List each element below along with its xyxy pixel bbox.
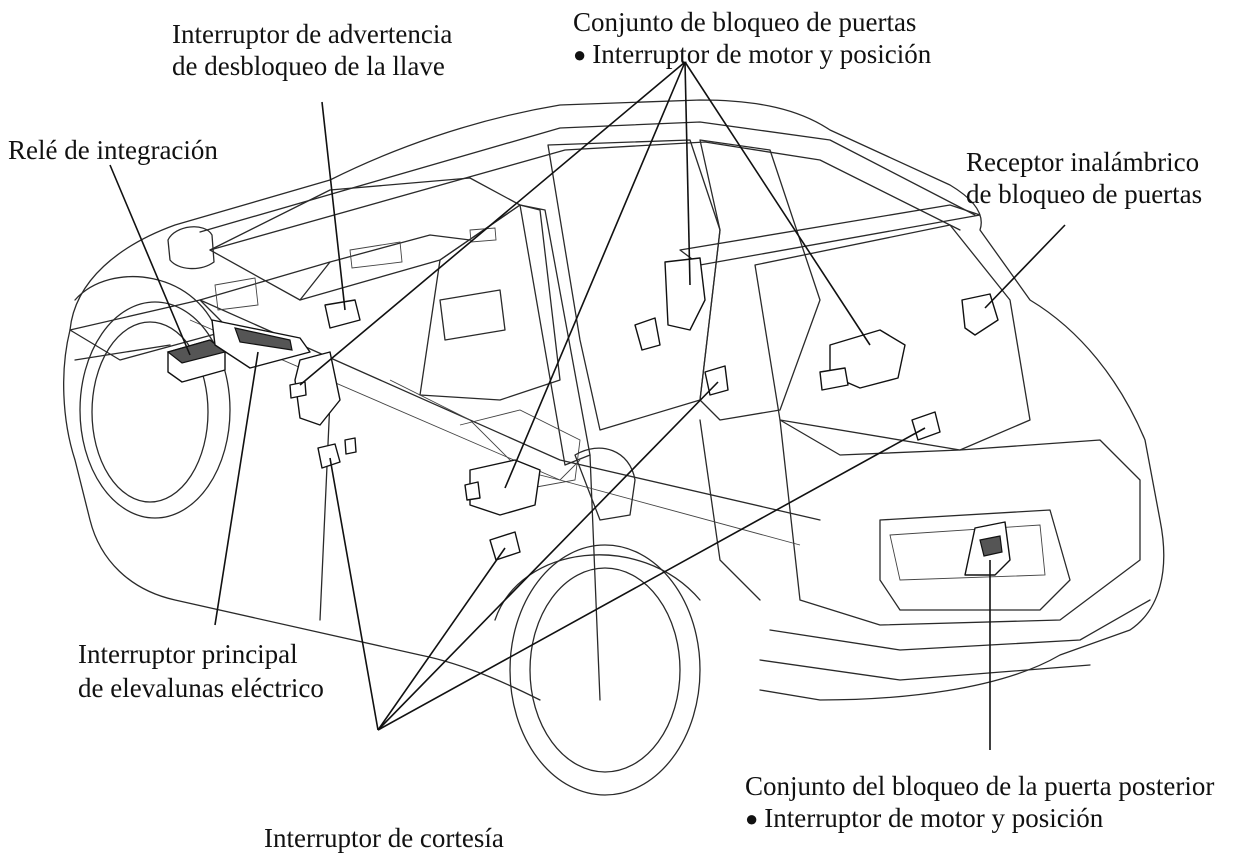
bullet-dot: ● <box>745 806 759 831</box>
label-wireless-receiver-line2: de bloqueo de puertas <box>966 179 1203 209</box>
label-power-window-switch-line2: de elevalunas eléctrico <box>78 673 324 703</box>
integration-relay-part <box>166 339 227 383</box>
rear-door-lock-part <box>464 459 541 516</box>
tailgate-courtesy-switch-part <box>911 411 941 441</box>
label-door-lock-assembly: Conjunto de bloqueo de puertas <box>573 7 917 37</box>
label-key-unlock-warning-line2: de desbloqueo de la llave <box>172 51 445 81</box>
label-back-door-lock: Conjunto del bloqueo de la puerta poster… <box>745 771 1215 801</box>
quarter-courtesy-switch-part <box>704 365 729 396</box>
label-back-door-lock-sub-text: Interruptor de motor y posición <box>764 803 1104 833</box>
label-door-lock-assembly-sub-text: Interruptor de motor y posición <box>592 39 932 69</box>
bullet-dot: ● <box>573 42 587 67</box>
label-key-unlock-warning-line1: Interruptor de advertencia <box>172 19 453 49</box>
rear-courtesy-switch-part <box>489 531 521 561</box>
front-door-lock-part <box>289 351 341 426</box>
front-wheel <box>74 275 231 519</box>
leader-lines <box>109 61 1066 750</box>
car-body <box>63 99 1165 701</box>
tailgate-lock-upper-part <box>819 329 906 391</box>
label-back-door-lock-sub: ●Interruptor de motor y posición <box>745 802 1103 835</box>
sliding-door-lock-part <box>634 257 706 351</box>
label-integration-relay: Relé de integración <box>8 135 218 165</box>
label-wireless-receiver-line1: Receptor inalámbrico <box>966 147 1200 177</box>
rear-wheel <box>494 544 701 796</box>
power-window-switch-part <box>211 319 311 369</box>
front-courtesy-switch-part <box>317 437 357 469</box>
key-unlock-warning-part <box>324 299 361 329</box>
back-door-lock-part <box>964 521 1011 576</box>
label-courtesy-switch: Interruptor de cortesía <box>264 823 504 853</box>
label-door-lock-assembly-sub: ●Interruptor de motor y posición <box>573 38 931 71</box>
label-power-window-switch-line1: Interruptor principal <box>78 639 298 669</box>
